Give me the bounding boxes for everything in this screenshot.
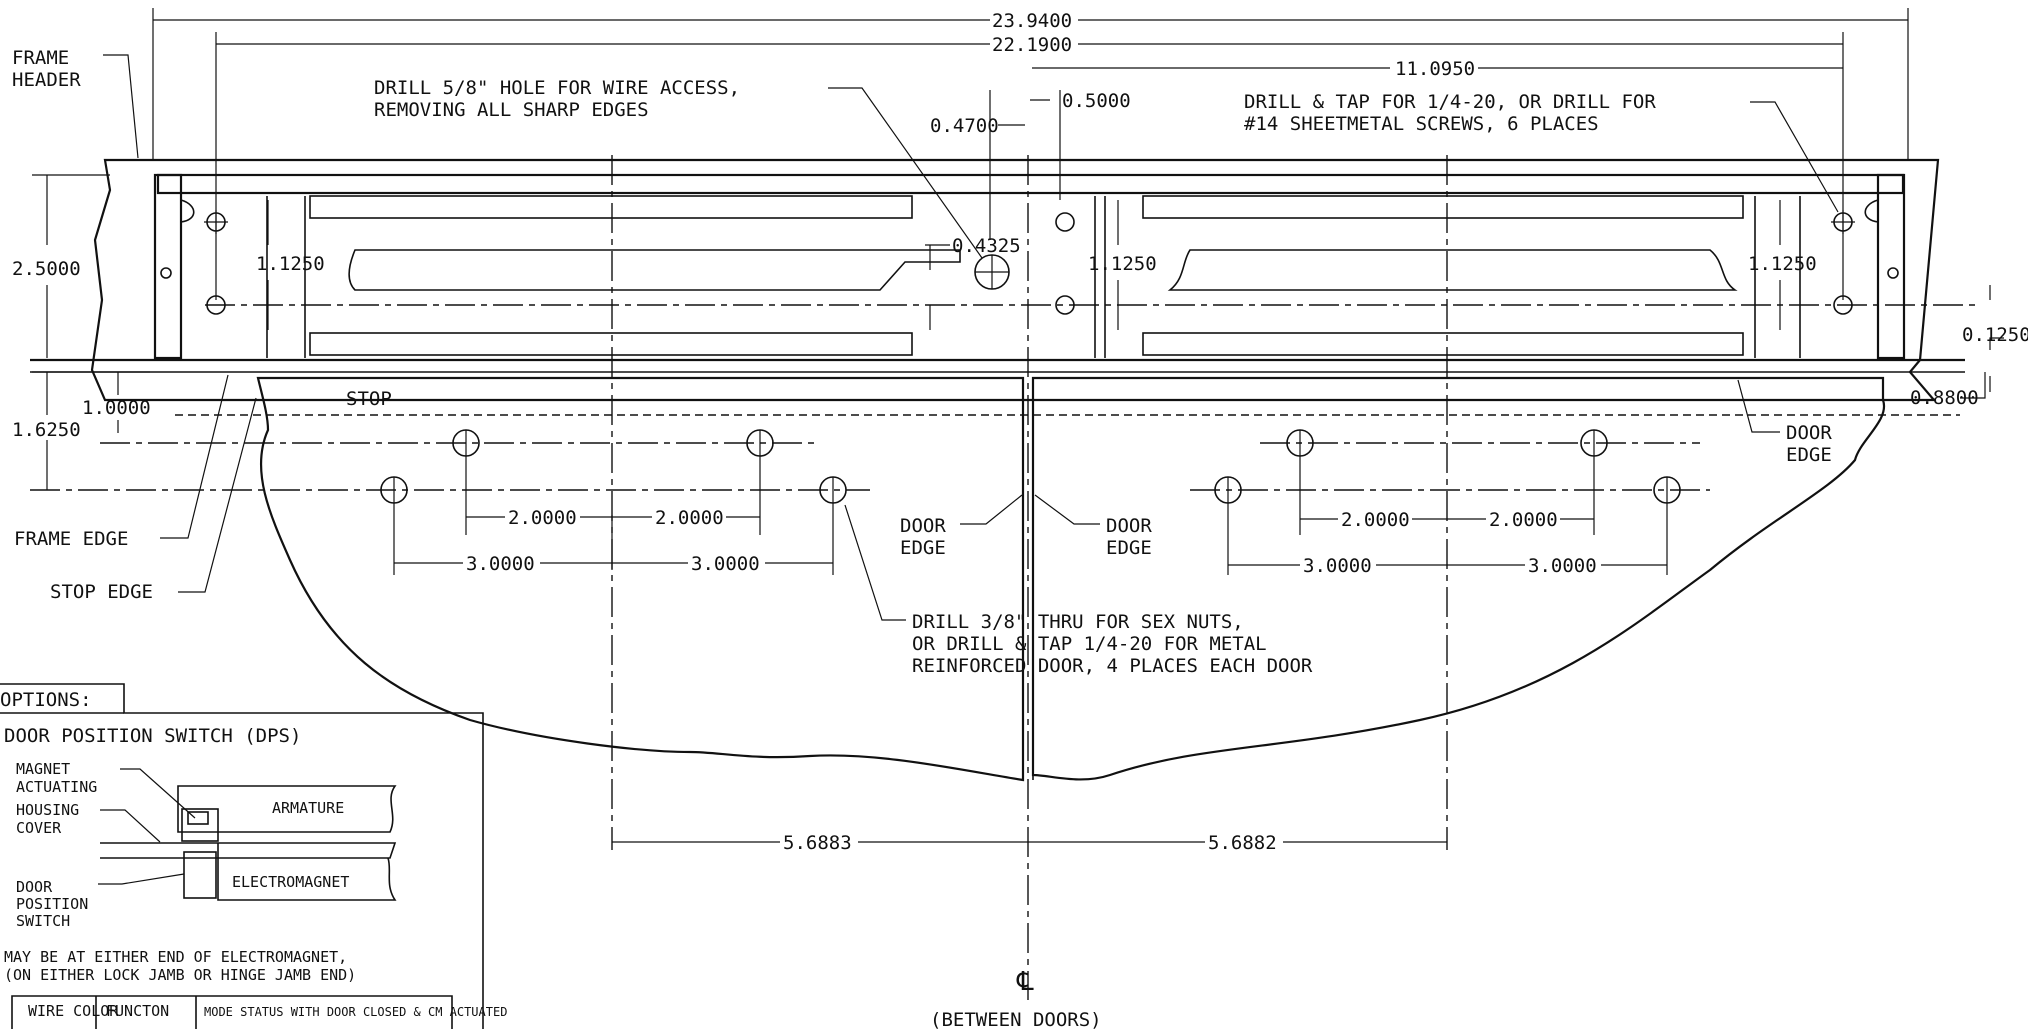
- callouts: FRAME HEADER DRILL 5/8" HOLE FOR WIRE AC…: [12, 47, 1839, 1029]
- dim-right-spacing-b: 2.0000: [1489, 509, 1558, 531]
- door-edge-left-2: EDGE: [900, 537, 946, 559]
- drill-thru-note-1: DRILL 3/8" THRU FOR SEX NUTS,: [912, 611, 1244, 633]
- right-side-dims: 0.1250 0.8800: [1910, 285, 2028, 409]
- stop-edge-label: STOP EDGE: [50, 581, 153, 603]
- dim-left-spacing-c: 3.0000: [466, 553, 535, 575]
- armature-label: ARMATURE: [272, 799, 344, 817]
- drill-wire-note-2: REMOVING ALL SHARP EDGES: [374, 99, 649, 121]
- dim-offset-left: 0.4700: [930, 115, 999, 137]
- dim-left-spacing-b: 2.0000: [655, 507, 724, 529]
- dim-door-edge-offset: 0.8800: [1910, 387, 1979, 409]
- door-edge-right-1: DOOR: [1786, 422, 1832, 444]
- drill-tap-note-1: DRILL & TAP FOR 1/4-20, OR DRILL FOR: [1244, 91, 1656, 113]
- dim-right-spacing-d: 3.0000: [1528, 555, 1597, 577]
- options-panel: OPTIONS: DOOR POSITION SWITCH (DPS) MAGN…: [0, 683, 507, 1029]
- dim-stop-offset: 0.1250: [1962, 324, 2028, 346]
- dim-left-spacing-a: 2.0000: [508, 507, 577, 529]
- table-header-wire: WIRE COLOR: [28, 1002, 119, 1020]
- drill-thru-note-2: OR DRILL & TAP 1/4-20 FOR METAL: [912, 633, 1267, 655]
- dim-hole-vert-left: 1.1250: [256, 253, 325, 275]
- options-title: DOOR POSITION SWITCH (DPS): [4, 725, 301, 747]
- door-edge-right-2: EDGE: [1786, 444, 1832, 466]
- dim-hole-vert-mid: 1.1250: [1088, 253, 1157, 275]
- wire-table: WIRE COLOR FUNCTON MODE STATUS WITH DOOR…: [11, 995, 507, 1029]
- dim-stop: 1.0000: [82, 397, 151, 419]
- dim-center-left: 5.6883: [783, 832, 852, 854]
- housing-label-1: HOUSING: [16, 801, 79, 819]
- frame-header: [30, 158, 1980, 402]
- dim-header-height: 2.5000: [12, 258, 81, 280]
- dim-center-right: 5.6882: [1208, 832, 1277, 854]
- dim-right-spacing-a: 2.0000: [1341, 509, 1410, 531]
- between-doors-label: (BETWEEN DOORS): [930, 1009, 1102, 1029]
- header-height-dimension: 2.5000: [12, 174, 110, 358]
- dim-right-spacing-c: 3.0000: [1303, 555, 1372, 577]
- magnet-label-1: MAGNET: [16, 760, 70, 778]
- dim-left-spacing-d: 3.0000: [691, 553, 760, 575]
- table-header-function: FUNCTON: [106, 1002, 169, 1020]
- dim-lower-row: 1.6250: [12, 419, 81, 441]
- frame-edge-label: FRAME EDGE: [14, 528, 128, 550]
- centerline-symbol: ℄: [1016, 967, 1034, 997]
- door-edge-mid-2: EDGE: [1106, 537, 1152, 559]
- drill-tap-note-2: #14 SHEETMETAL SCREWS, 6 PLACES: [1244, 113, 1599, 135]
- drill-wire-note-1: DRILL 5/8" HOLE FOR WIRE ACCESS,: [374, 77, 740, 99]
- dim-offset-right: 0.5000: [1062, 90, 1131, 112]
- options-tab: OPTIONS:: [0, 689, 92, 711]
- top-dimensions: 23.9400 22.1900 11.0950 0.4700 0.5000: [152, 8, 1909, 300]
- table-header-mode: MODE STATUS WITH DOOR CLOSED & CM ACTUAT…: [204, 1005, 507, 1019]
- drill-thru-note-3: REINFORCED DOOR, 4 PLACES EACH DOOR: [912, 655, 1313, 677]
- frame-header-label-1: FRAME: [12, 47, 69, 69]
- dim-hole-span: 22.1900: [992, 34, 1072, 56]
- housing-label-2: COVER: [16, 819, 62, 837]
- dim-hole-vert-right: 1.1250: [1748, 253, 1817, 275]
- magnet-label-2: ACTUATING: [16, 778, 97, 796]
- door-edge-mid-1: DOOR: [1106, 515, 1152, 537]
- dps-label-2: POSITION: [16, 895, 88, 913]
- door-edge-left-1: DOOR: [900, 515, 946, 537]
- dim-overall-width: 23.9400: [992, 10, 1072, 32]
- electromagnet-label: ELECTROMAGNET: [232, 873, 349, 891]
- dps-note-2: (ON EITHER LOCK JAMB OR HINGE JAMB END): [4, 966, 356, 984]
- dim-wire-hole: 0.4325: [952, 235, 1021, 257]
- stop-label: STOP: [346, 388, 392, 410]
- dps-label-1: DOOR: [16, 878, 53, 896]
- dps-note-1: MAY BE AT EITHER END OF ELECTROMAGNET,: [4, 948, 347, 966]
- hole-vertical-dims: 1.1250 1.1250 1.1250 0.4325: [256, 200, 1817, 330]
- dps-label-3: SWITCH: [16, 912, 70, 930]
- dim-half-span: 11.0950: [1395, 58, 1475, 80]
- frame-header-label-2: HEADER: [12, 69, 81, 91]
- hole-spacing-dims: 2.0000 2.0000 3.0000 3.0000 2.0000 2.000…: [393, 456, 1668, 854]
- left-row-dims: 1.0000 1.6250: [12, 371, 151, 490]
